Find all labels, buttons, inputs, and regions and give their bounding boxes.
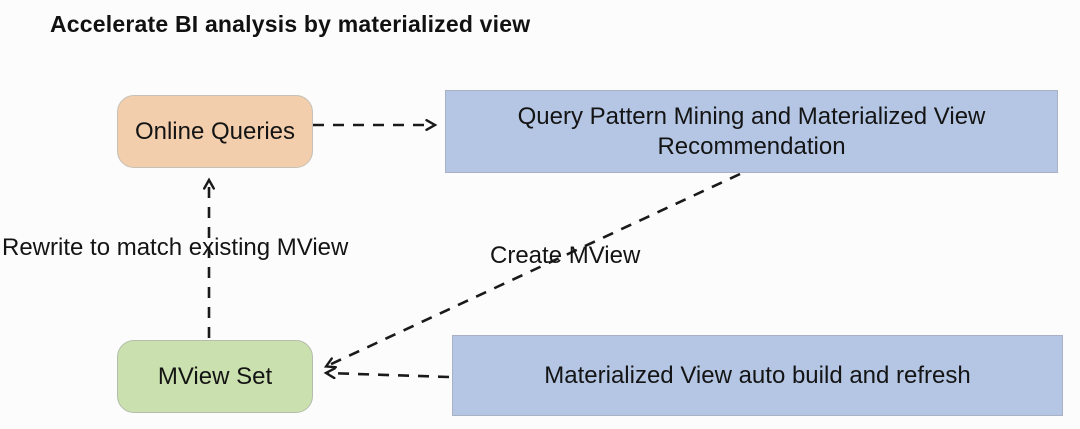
node-query-pattern-mining: Query Pattern Mining and Materialized Vi… bbox=[445, 90, 1058, 173]
node-online-queries-label: Online Queries bbox=[134, 117, 296, 145]
arrow-auto-build-to-mview-set bbox=[323, 367, 450, 380]
node-mview-auto-build: Materialized View auto build and refresh bbox=[452, 335, 1063, 416]
edge-label-rewrite-to-match-existing-mview: Rewrite to match existing MView bbox=[2, 234, 349, 261]
node-mview-auto-build-label: Materialized View auto build and refresh bbox=[544, 361, 971, 389]
node-online-queries: Online Queries bbox=[117, 95, 313, 168]
diagram-title: Accelerate BI analysis by materialized v… bbox=[50, 11, 531, 37]
edge-label-create-mview: Create MView bbox=[490, 242, 641, 269]
node-mview-set-label: MView Set bbox=[157, 362, 273, 390]
node-mview-set: MView Set bbox=[117, 340, 313, 413]
node-query-pattern-mining-label: Query Pattern Mining and Materialized Vi… bbox=[517, 102, 986, 160]
